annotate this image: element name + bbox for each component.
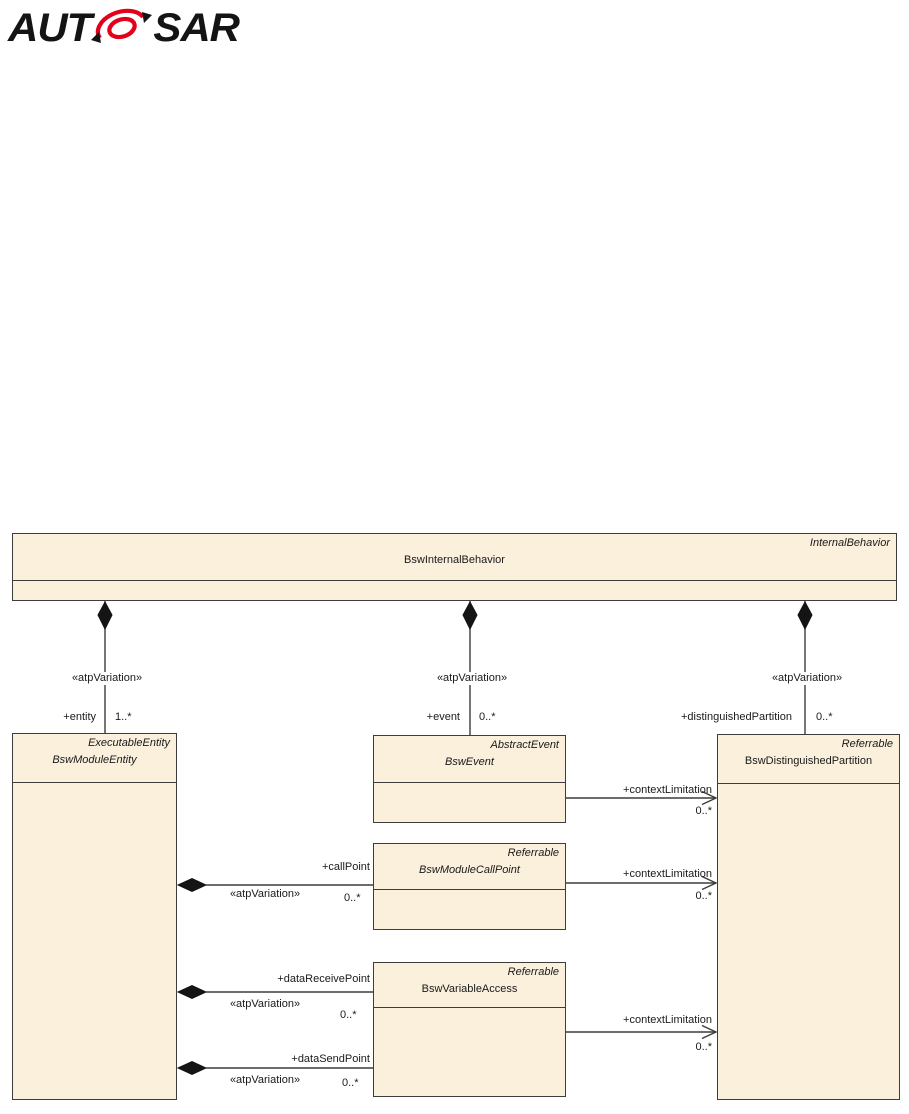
data-send-point-role-label: +dataSendPoint [291,1053,370,1065]
class-name: BswEvent [445,756,494,768]
composition-diamond-icon [176,877,208,893]
class-name: BswVariableAccess [421,983,518,995]
atp-variation-label: «atpVariation» [410,672,534,685]
atp-variation-label: «atpVariation» [229,1074,301,1086]
parent-type-label: Referrable [507,966,559,978]
open-arrowhead-icon [701,1024,718,1040]
composition-diamond-icon [176,1060,208,1076]
data-receive-point-role-label: +dataReceivePoint [277,973,370,985]
call-point-role-label: +callPoint [321,861,370,873]
context-limitation-multiplicity-label: 0..* [695,1041,712,1053]
atp-variation-label: «atpVariation» [745,672,869,685]
class-name: BswInternalBehavior [404,554,505,566]
composition-diamond-icon [97,600,113,631]
logo-text-aut: AUT [8,5,92,50]
atp-variation-label: «atpVariation» [229,888,301,900]
entity-multiplicity-label: 1..* [115,711,132,723]
class-bsw-event: AbstractEvent BswEvent [373,735,566,823]
autosar-logo: AUT SAR [8,2,240,54]
call-point-multiplicity-label: 0..* [344,892,361,904]
class-name: BswModuleEntity [52,754,137,766]
class-bsw-distinguished-partition: Referrable BswDistinguishedPartition [717,734,900,1100]
logo-text-sar: SAR [153,5,240,50]
context-limitation-role-label: +contextLimitation [623,1014,712,1026]
class-name: BswDistinguishedPartition [744,755,873,767]
parent-type-label: InternalBehavior [809,537,890,549]
entity-role-label: +entity [63,711,96,723]
event-multiplicity-label: 0..* [479,711,496,723]
distinguished-partition-multiplicity-label: 0..* [816,711,833,723]
data-send-point-multiplicity-label: 0..* [342,1077,359,1089]
context-limitation-role-label: +contextLimitation [623,868,712,880]
context-limitation-multiplicity-label: 0..* [695,890,712,902]
parent-type-label: AbstractEvent [490,739,559,751]
autosar-swirl-icon [91,8,153,43]
data-receive-point-multiplicity-label: 0..* [340,1009,357,1021]
composition-diamond-icon [797,600,813,631]
parent-type-label: Referrable [841,738,893,750]
context-limitation-multiplicity-label: 0..* [695,805,712,817]
distinguished-partition-role-label: +distinguishedPartition [681,711,792,723]
class-name: BswModuleCallPoint [419,864,520,876]
composition-diamond-icon [462,600,478,631]
class-bsw-variable-access: Referrable BswVariableAccess [373,962,566,1097]
atp-variation-label: «atpVariation» [229,998,301,1010]
class-bsw-module-call-point: Referrable BswModuleCallPoint [373,843,566,930]
event-role-label: +event [426,711,460,723]
parent-type-label: ExecutableEntity [88,737,170,749]
class-bsw-module-entity: ExecutableEntity BswModuleEntity [12,733,177,1100]
parent-type-label: Referrable [507,847,559,859]
composition-diamond-icon [176,984,208,1000]
context-limitation-role-label: +contextLimitation [623,784,712,796]
atp-variation-label: «atpVariation» [45,672,169,685]
class-bsw-internal-behavior: InternalBehavior BswInternalBehavior [12,533,897,601]
